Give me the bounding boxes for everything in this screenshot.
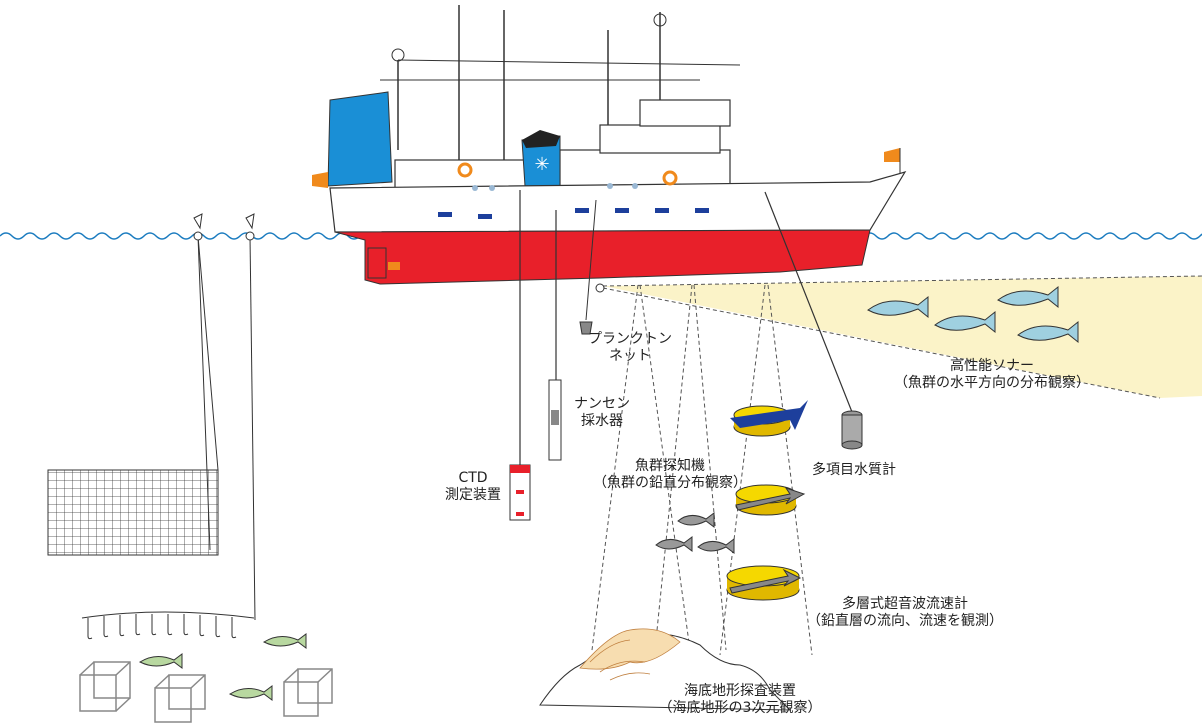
- mackerel-fish: [138, 633, 307, 701]
- fish-finder-label-line2: （魚群の鉛直分布観察）: [593, 475, 747, 491]
- nansen-bottle-icon: [548, 379, 562, 461]
- lifebuoy-icon: [457, 162, 473, 178]
- fish-finder-label-line1: 魚群探知機: [635, 458, 705, 474]
- ctd-label: CTD 測定装置: [445, 470, 501, 504]
- gill-net: [47, 213, 219, 556]
- hull-lower: [334, 229, 871, 285]
- ctd-label-line2: 測定装置: [445, 487, 501, 503]
- adcp-label: 多層式超音波流速計 （鉛直層の流向、流速を観測）: [790, 596, 1020, 630]
- sail: [327, 91, 393, 187]
- plankton-net-label: プランクトン ネット: [588, 331, 672, 365]
- bow-flag: [884, 148, 900, 162]
- acoustic-beams: [591, 284, 813, 656]
- current-disc-icon: [726, 565, 802, 601]
- sonar-label-line2: （魚群の水平方向の分布観察）: [894, 375, 1090, 391]
- seafloor-label-line1: 海底地形探査装置: [684, 683, 796, 699]
- seafloor-label: 海底地形探査装置 （海底地形の3次元観察）: [625, 683, 855, 717]
- adcp-label-line2: （鉛直層の流向、流速を観測）: [807, 613, 1003, 629]
- ctd-label-line1: CTD: [458, 470, 488, 486]
- research-ship: ✳: [312, 5, 907, 285]
- nansen-label: ナンセン 採水器: [574, 396, 630, 430]
- svg-text:✳: ✳: [534, 154, 549, 175]
- fish-school-finder: [655, 512, 735, 554]
- stern-flag: [312, 172, 328, 188]
- current-disc-icon: [735, 484, 806, 516]
- adcp-label-line1: 多層式超音波流速計: [842, 596, 968, 612]
- current-disc-icon: [730, 400, 808, 437]
- water-quality-label: 多項目水質計: [812, 462, 896, 479]
- longline: [81, 213, 256, 640]
- cage-traps: [79, 661, 333, 723]
- sonar-label: 高性能ソナー （魚群の水平方向の分布観察）: [872, 358, 1112, 392]
- nansen-label-line2: 採水器: [581, 413, 623, 429]
- plankton-net-label-line2: ネット: [609, 348, 651, 364]
- sonar-label-line1: 高性能ソナー: [950, 358, 1034, 374]
- ctd-icon: [509, 464, 531, 521]
- transducer-icon: [595, 283, 605, 293]
- plankton-net-icon: [579, 321, 593, 335]
- seafloor-terrain: [539, 628, 792, 711]
- sonar-beam: [603, 276, 1202, 398]
- plankton-net-label-line1: プランクトン: [588, 331, 672, 347]
- fish-finder-label: 魚群探知機 （魚群の鉛直分布観察）: [560, 458, 780, 492]
- lifebuoy-icon: [662, 170, 678, 186]
- nansen-label-line1: ナンセン: [574, 396, 630, 412]
- water-quality-label-line1: 多項目水質計: [812, 462, 896, 478]
- seafloor-label-line2: （海底地形の3次元観察）: [658, 700, 822, 716]
- water-quality-meter-icon: [841, 410, 863, 450]
- fish-school-sonar: [867, 285, 1079, 344]
